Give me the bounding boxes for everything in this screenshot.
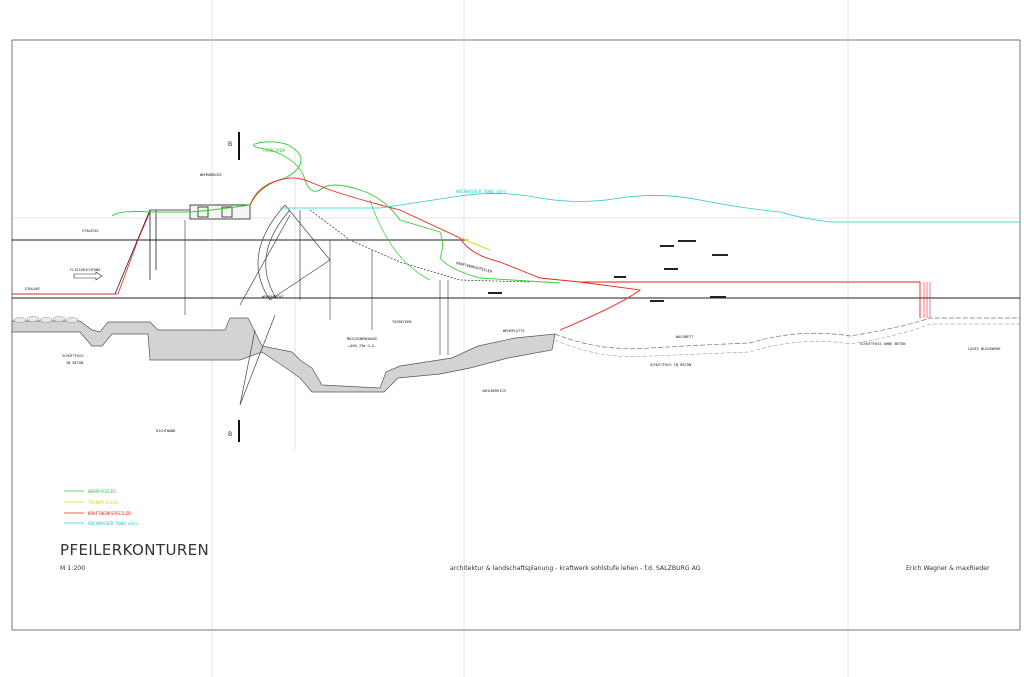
water-level-lines (12, 239, 1020, 299)
label-loses-blockwerk: LOSES BLOCKWERK (968, 347, 1001, 351)
label-hochwasser: HOCHWASSER 5000 m3/s (456, 189, 507, 194)
authors-line: Erich Wagner & maxRieder (906, 565, 990, 572)
construction-lines (12, 0, 1020, 677)
label-in-beton: IN BETON (66, 361, 83, 365)
label-schuettfuss-left: SCHÜTTFUSS (62, 353, 84, 358)
pier-slope-dashed (309, 209, 531, 283)
label-level: +406,75m ü.A. (348, 344, 376, 348)
riprap-left (13, 316, 79, 323)
label-sohlbereich: SOHLBEREICH (482, 389, 506, 393)
svg-text:WEHRPFEILER: WEHRPFEILER (88, 489, 116, 494)
label-stauziel: STAUZIEL (82, 229, 99, 233)
label-tosbecken: TOSBECKEN (392, 320, 411, 324)
svg-text:KRAFTWERKSPFEILER: KRAFTWERKSPFEILER (88, 511, 131, 516)
label-tosbecken-green: TOSBECKEN (262, 148, 285, 153)
label-wehrbruecke: WEHRBRÜCKE (200, 172, 222, 177)
level-markers (488, 240, 728, 302)
section-mark-top-label: B (228, 141, 232, 148)
section-mark-bottom-label: B (228, 431, 232, 438)
riprap-right-lower (554, 323, 1020, 357)
legend-item-trennpfeiler: TRENNPFEILER (64, 500, 119, 505)
kraftwerkspfeiler-right (580, 281, 921, 318)
label-fliessrichtung: FLIESSRICHTUNG (70, 268, 100, 272)
label-nachbett: NACHBETT (676, 335, 694, 339)
svg-text:HOCHWASSER 5000 m3/s: HOCHWASSER 5000 m3/s (88, 521, 139, 526)
label-einlauf: EINLAUF (25, 287, 40, 291)
label-dichtwand: DICHTWAND (156, 429, 175, 433)
label-schuettfuss-right: SCHÜTTFUSS OHNE BETON (860, 341, 905, 346)
wehrpfeiler-inner (369, 199, 431, 281)
label-wehrplatte: WEHRPLATTE (503, 329, 525, 333)
drawing-title: PFEILERKONTUREN (60, 541, 209, 559)
weir-bridge (149, 204, 251, 280)
label-maschinenhaus: MASCHINENHAUSE (347, 337, 377, 341)
legend-item-kraftwerkspfeiler: KRAFTWERKSPFEILER (64, 511, 131, 516)
legend-item-hochwasser: HOCHWASSER 5000 m3/s (64, 521, 139, 526)
section-mark-bottom: B (228, 420, 240, 442)
flow-arrow (73, 271, 103, 281)
legend: WEHRPFEILER TRENNPFEILER KRAFTWERKSPFEIL… (64, 489, 139, 526)
weir-gate (239, 204, 331, 406)
riprap-right (554, 317, 1020, 350)
label-bruecke: WEHRBRÜCKE (262, 294, 284, 299)
sheet-border (11, 39, 1021, 631)
trennpfeiler-contour (461, 237, 491, 251)
project-line: architektur & landschaftsplanung - kraft… (450, 565, 701, 572)
kraftwerkspfeiler-contour (249, 177, 642, 331)
kraftwerkspfeiler-hatch (923, 282, 931, 318)
pier-verticals (184, 220, 449, 355)
svg-text:TRENNPFEILER: TRENNPFEILER (88, 500, 119, 505)
legend-item-wehrpfeiler: WEHRPFEILER (64, 489, 116, 494)
drawing-scale: M 1:200 (60, 565, 85, 572)
red-left-embankment (12, 211, 151, 295)
section-mark-top: B (228, 132, 240, 160)
label-schuettfuss-mid: SCHÜTTFUSS IN BETON (650, 362, 691, 367)
hochwasser-line (280, 193, 1020, 223)
weir-concrete-body (11, 317, 556, 393)
wehrpfeiler-contour (111, 141, 561, 284)
